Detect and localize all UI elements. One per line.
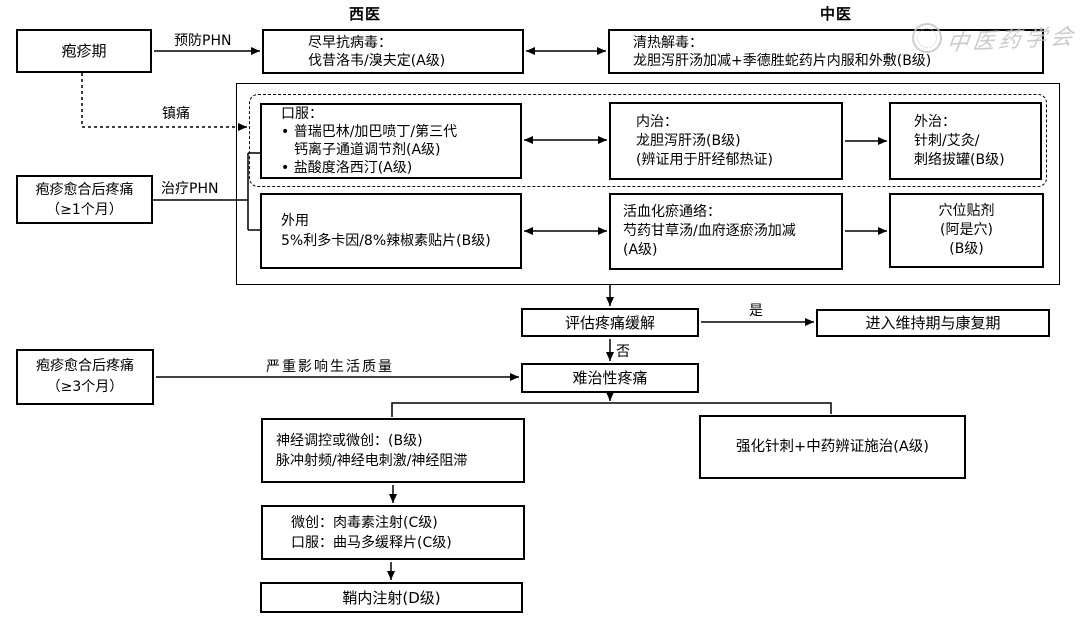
node-oral-medication: 口服： • 普瑞巴林/加巴喷丁/第三代 钙离子通道调节剂(A级) • 盐酸度洛西… — [260, 103, 522, 179]
node-text: 强化针刺+中药辨证施治(A级) — [736, 439, 929, 455]
node-refractory-pain: 难治性疼痛 — [521, 363, 699, 393]
node-text: 钙离子通道调节剂(A级) — [294, 142, 441, 158]
node-assess-pain-relief: 评估疼痛缓解 — [521, 308, 699, 337]
node-text: • 普瑞巴林/加巴喷丁/第三代 — [281, 124, 458, 140]
node-text: 芍药甘草汤/血府逐瘀汤加减 — [623, 223, 796, 239]
node-text: 尽早抗病毒： — [308, 34, 392, 51]
node-text: 疱疹愈合后疼痛 — [36, 358, 134, 374]
node-text: 进入维持期与康复期 — [865, 314, 1001, 332]
node-text: 刺络拔罐(B级) — [914, 151, 1005, 168]
node-internal-treatment: 内治： 龙胆泻肝汤(B级) (辨证用于肝经郁热证) — [609, 102, 843, 180]
node-qingre-jiedu: 清热解毒： 龙胆泻肝汤加减+季德胜蛇药片内服和外敷(B级) — [608, 29, 1044, 74]
node-strong-acupuncture: 强化针刺+中药辨证施治(A级) — [699, 415, 966, 479]
node-text: 脉冲射频/神经电刺激/神经阻滞 — [276, 452, 468, 469]
edge-label-no: 否 — [616, 344, 630, 360]
node-text: 评估疼痛缓解 — [564, 313, 655, 332]
node-text: • 盐酸度洛西汀(A级) — [281, 160, 413, 176]
node-phn-3-month: 疱疹愈合后疼痛 （≥3个月） — [16, 349, 154, 405]
node-topical: 外用 5%利多卡因/8%辣椒素贴片(B级) — [260, 193, 522, 269]
edge-analgesia-dashed — [81, 73, 247, 131]
analgesia-dashed-group — [249, 94, 1047, 187]
node-text: (A级) — [623, 242, 658, 258]
node-neuromodulation: 神经调控或微创：(B级) 脉冲射频/神经电刺激/神经阻滞 — [261, 418, 525, 483]
node-herpes-phase: 疱疹期 — [16, 29, 152, 73]
node-text: (辨证用于肝经郁热证) — [636, 151, 773, 168]
node-text: 5%利多卡因/8%辣椒素贴片(B级) — [281, 233, 491, 249]
node-text: 疱疹愈合后疼痛 — [35, 181, 134, 198]
node-text: 鞘内注射(D级) — [342, 588, 441, 607]
column-header-chinese-medicine: 中医 — [820, 5, 853, 23]
edge-label-yes: 是 — [749, 303, 763, 319]
node-text: 外治： — [914, 113, 956, 130]
edge-label-prevent-phn: 预防PHN — [174, 33, 232, 49]
node-text: 伐昔洛韦/溴夫定(A级) — [308, 52, 446, 69]
node-text: (阿是穴) — [940, 222, 993, 238]
node-text: 难治性疼痛 — [572, 369, 648, 387]
edge-treat-phn-bracket — [153, 152, 260, 231]
node-text: 口服： — [281, 106, 323, 122]
node-text: 疱疹期 — [61, 42, 107, 60]
treatment-group-container — [236, 83, 1060, 285]
edge-label-severe-impact: 严重影响生活质量 — [266, 359, 394, 375]
node-text: 活血化瘀通络： — [623, 204, 721, 220]
node-text: （≥3个月） — [46, 379, 124, 395]
edge-split-branches — [391, 402, 832, 417]
edge-label-analgesia: 镇痛 — [162, 106, 190, 122]
node-phn-1-month: 疱疹愈合后疼痛 （≥1个月） — [16, 175, 153, 224]
node-text: 外用 — [281, 213, 309, 229]
node-text: 内治： — [636, 113, 678, 130]
node-external-treatment: 外治： 针刺/艾灸/ 刺络拔罐(B级) — [889, 102, 1042, 180]
node-text: 针刺/艾灸/ — [914, 132, 980, 149]
node-text: 清热解毒： — [633, 34, 703, 51]
node-text: 口服：曲马多缓释片(C级) — [291, 534, 452, 551]
edge-label-treat-phn: 治疗PHN — [161, 181, 219, 197]
node-text: 神经调控或微创：(B级) — [276, 432, 423, 449]
node-huoxue-huayu: 活血化瘀通络： 芍药甘草汤/血府逐瘀汤加减 (A级) — [609, 193, 843, 270]
node-early-antiviral: 尽早抗病毒： 伐昔洛韦/溴夫定(A级) — [262, 29, 524, 74]
node-acupoint-patch: 穴位贴剂 (阿是穴) (B级) — [889, 193, 1044, 268]
node-text: 龙胆泻肝汤(B级) — [636, 132, 741, 149]
node-text: (B级) — [949, 241, 984, 257]
node-text: 微创：肉毒素注射(C级) — [291, 514, 438, 531]
node-text: 龙胆泻肝汤加减+季德胜蛇药片内服和外敷(B级) — [633, 52, 932, 69]
node-minimally-invasive: 微创：肉毒素注射(C级) 口服：曲马多缓释片(C级) — [261, 505, 525, 560]
node-maintenance-recovery: 进入维持期与康复期 — [816, 309, 1050, 337]
node-text: （≥1个月） — [46, 201, 123, 218]
column-header-western-medicine: 西医 — [349, 5, 382, 23]
node-intrathecal-injection: 鞘内注射(D级) — [260, 582, 523, 613]
node-text: 穴位贴剂 — [938, 203, 995, 219]
